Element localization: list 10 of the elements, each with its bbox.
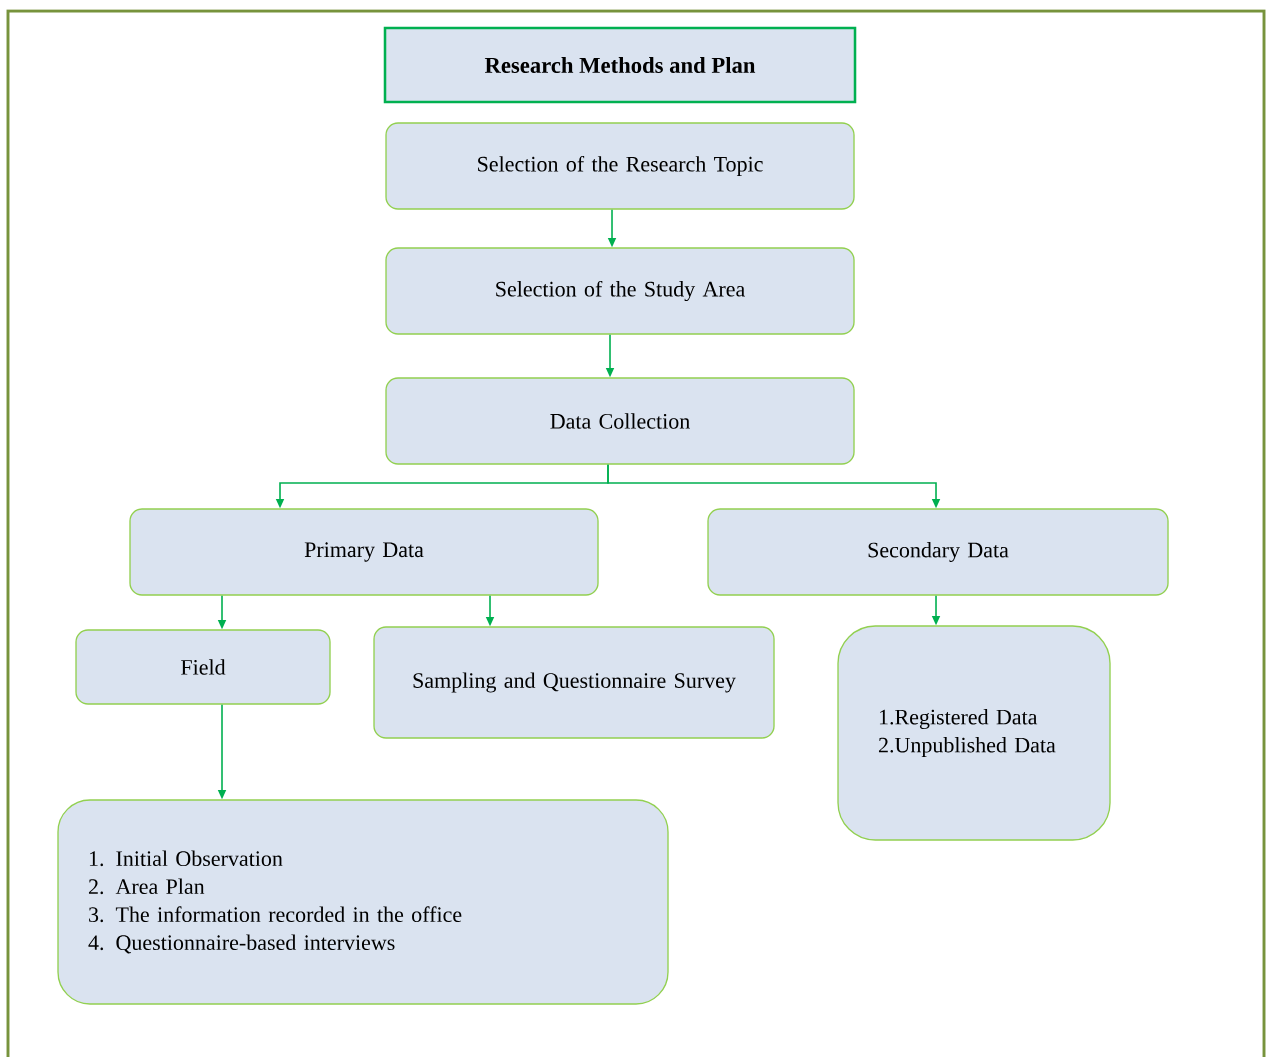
process-box: Secondary Data (707, 508, 1169, 596)
process-box: Selection of the Study Area (385, 247, 855, 335)
process-box: Field (75, 629, 331, 705)
title-box: Research Methods and Plan (383, 26, 857, 104)
list-box: 1. Initial Observation 2. Area Plan 3. The information recorded in the office 4. Questionnaire-based interviews (57, 799, 669, 1005)
process-box: Sampling and Questionnaire Survey (373, 626, 775, 739)
list-box: 1.Registered Data 2.Unpublished Data (837, 625, 1111, 841)
process-box: Data Collection (385, 377, 855, 465)
process-box: Primary Data (129, 508, 599, 596)
process-box: Selection of the Research Topic (385, 122, 855, 210)
